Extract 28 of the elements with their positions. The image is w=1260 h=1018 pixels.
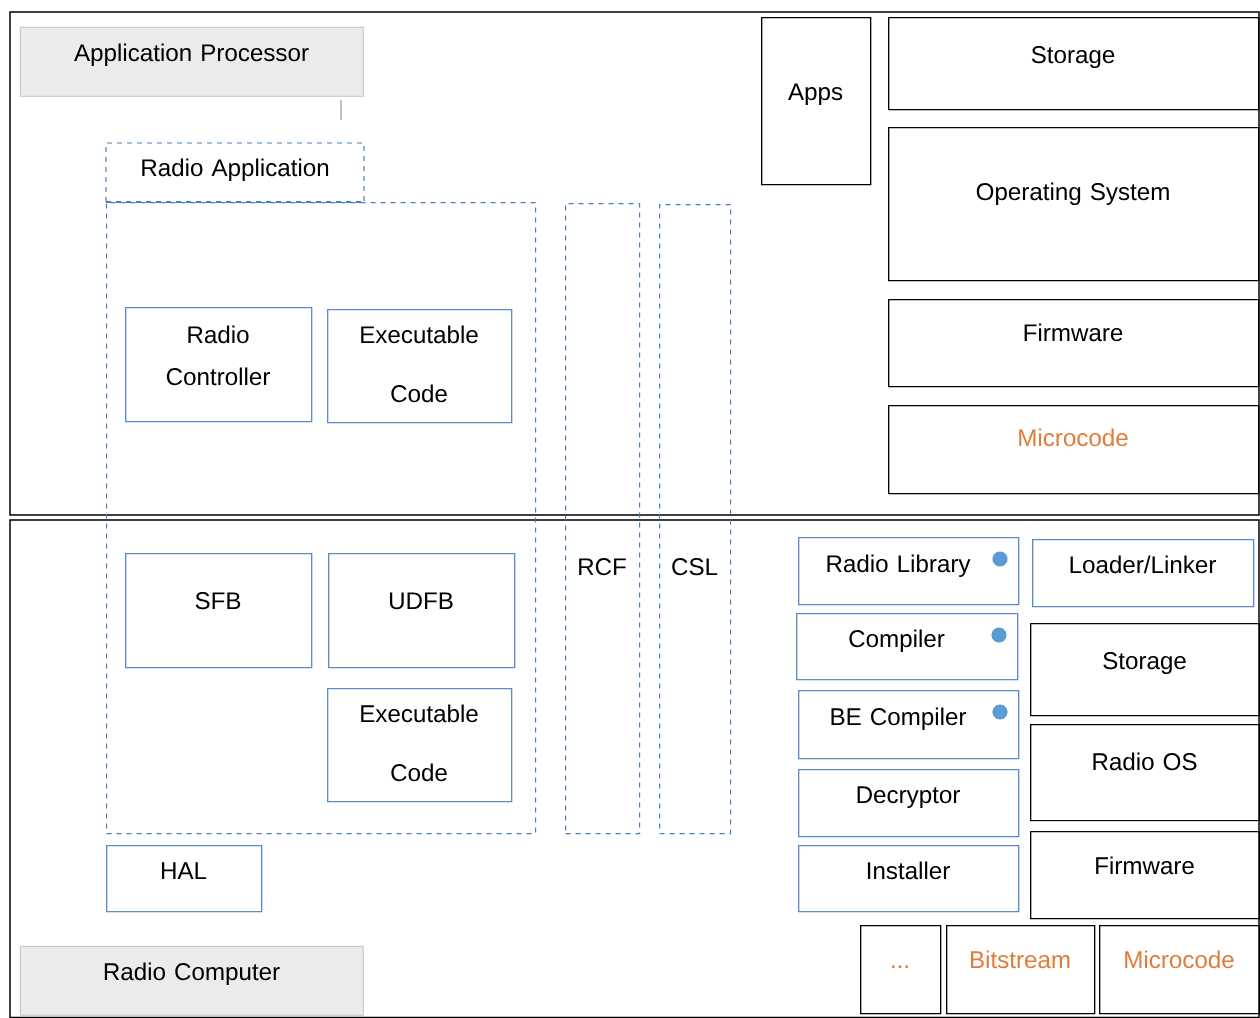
interface-column: CSL (659, 204, 732, 835)
layer-box: Bitstream (946, 925, 1096, 1015)
node-label: Radio Application (142, 158, 329, 182)
component-box: Compiler (796, 613, 1019, 681)
component-box: Loader/Linker (1032, 539, 1255, 608)
component-box: Decryptor (798, 769, 1020, 838)
interface-column: RCF (565, 203, 641, 835)
layer-box: Operating System (888, 127, 1260, 282)
component-box: Installer (798, 845, 1020, 913)
layer-box: Radio OS (1030, 724, 1260, 822)
component-box: HAL (106, 845, 263, 913)
layer-box: Microcode (1099, 925, 1260, 1015)
layer-box: Apps (761, 17, 872, 186)
component-box: Executable Code (327, 688, 513, 803)
layer-box: Firmware (888, 299, 1260, 388)
component-box: BE Compiler (798, 690, 1020, 760)
layer-box: Storage (888, 17, 1260, 111)
component-box: Executable Code (327, 309, 513, 424)
processor-box: Application Processor (20, 27, 364, 97)
component-box: SFB (125, 553, 313, 669)
layer-box: Microcode (888, 405, 1260, 495)
component-box: Radio Library (798, 537, 1020, 606)
component-box: Radio Controller (125, 307, 313, 423)
layer-box: Firmware (1030, 831, 1260, 920)
layer-box: ... (860, 925, 942, 1015)
layer-box: Storage (1030, 623, 1260, 717)
component-box: UDFB (328, 553, 516, 669)
processor-box: Radio Computer (20, 946, 364, 1016)
